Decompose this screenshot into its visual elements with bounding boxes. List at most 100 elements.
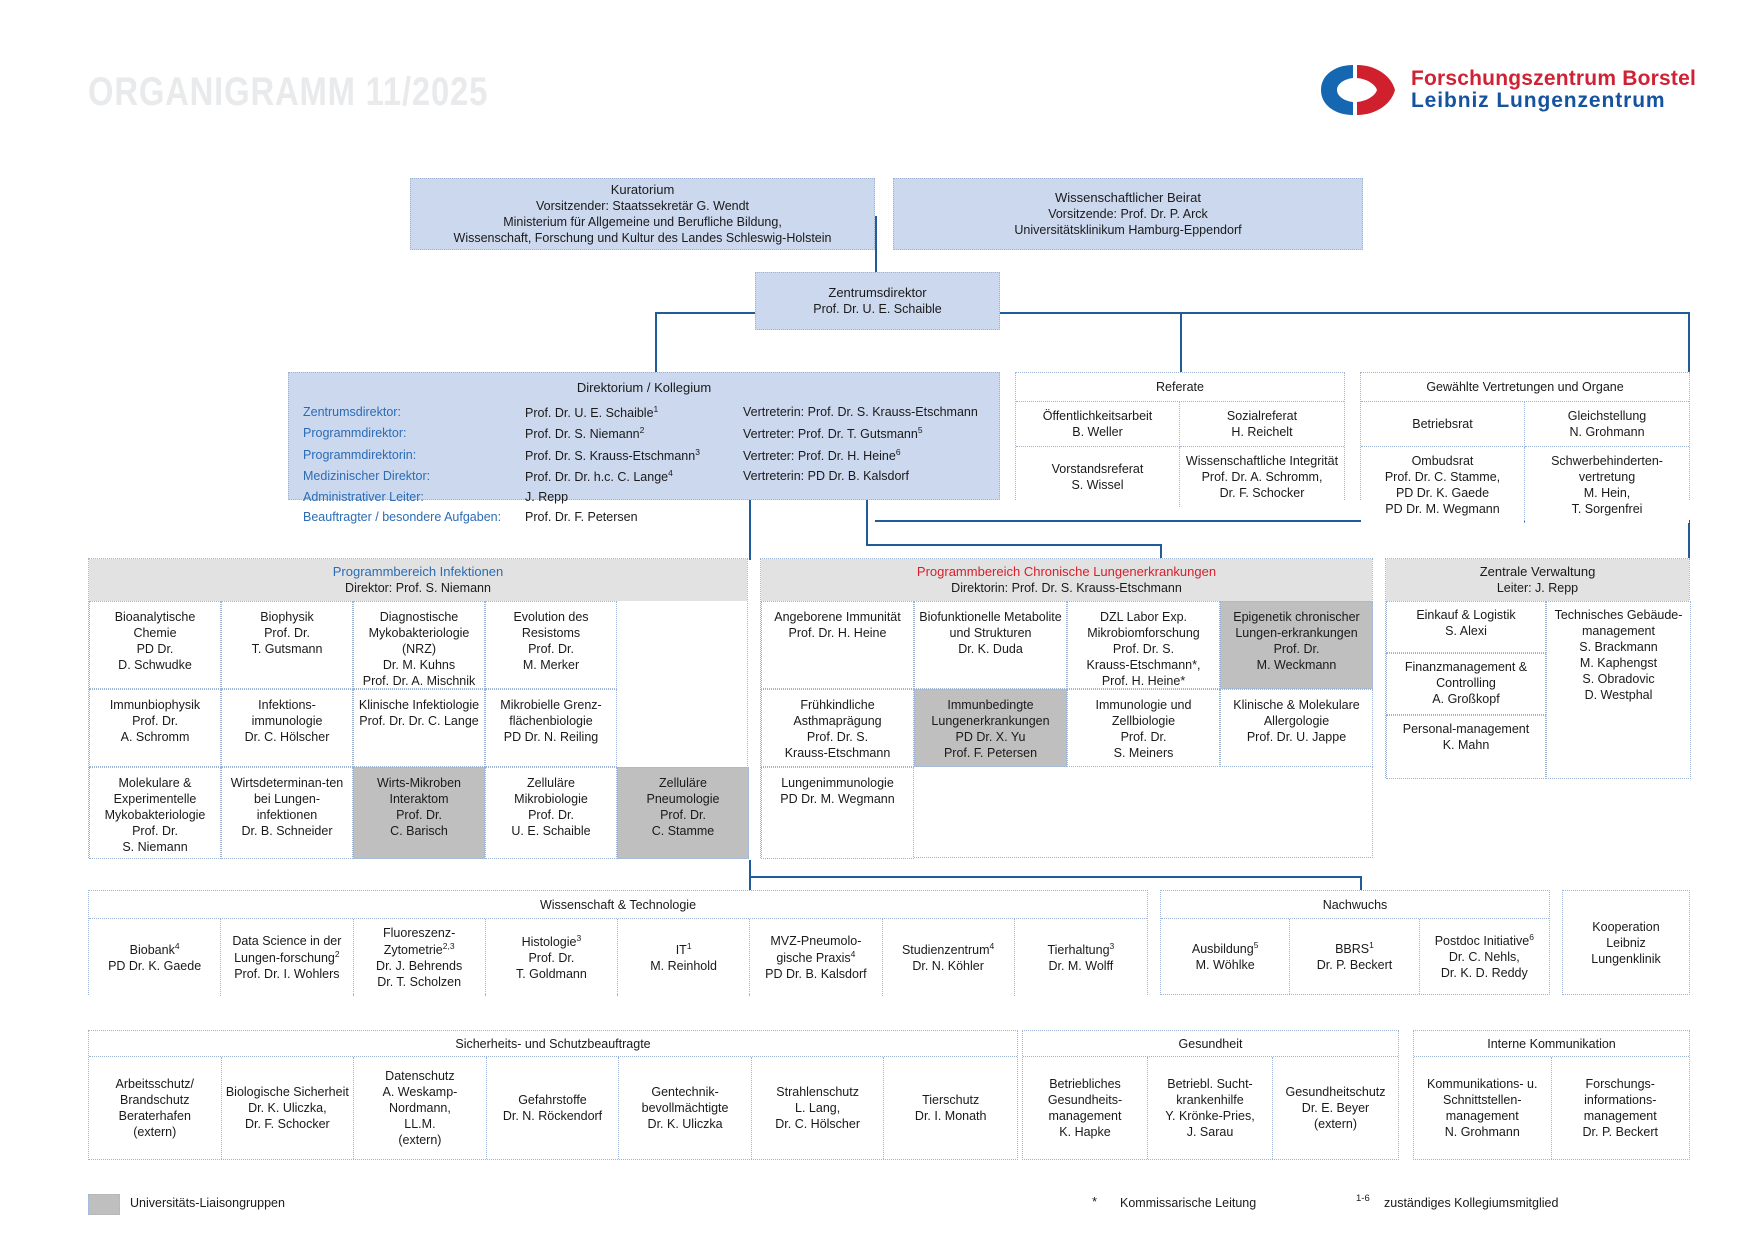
org-unit-person: T. Goldmann (515, 967, 587, 982)
org-unit-title: Vorstandsreferat (1051, 462, 1144, 476)
org-unit-person: PD Dr. B. Kalsdorf (765, 967, 867, 982)
org-unit-title: Histologie3 (521, 933, 582, 950)
org-unit-footnote: 1 (1369, 939, 1374, 950)
legend-liaison-label: Universitäts-Liaisongruppen (130, 1196, 285, 1210)
org-unit-person: (extern) (1313, 1117, 1358, 1131)
org-unit-cell: Kommunikations- u. Schnittstellen-manage… (1414, 1057, 1551, 1159)
org-unit-title: Finanzmanagement & Controlling (1404, 660, 1528, 690)
direktorium-name: Prof. Dr. S. Niemann2 (525, 425, 645, 442)
direktorium-deputy: Vertreterin: PD Dr. B. Kalsdorf (743, 468, 910, 483)
org-unit-person: S. Obradovic (1582, 672, 1655, 686)
org-unit-person: PD Dr. (136, 642, 174, 656)
connector-lungen-down-1 (866, 498, 868, 544)
org-unit-title: Wirtsdeterminan-ten bei Lungen-infektion… (230, 776, 344, 822)
forschungszentrum-borstel-logo-icon (1320, 65, 1395, 115)
org-unit-title: Immunbedingte Lungenerkrankungen (931, 698, 1050, 728)
zentrumsdirektor-title: Zentrumsdirektor (828, 284, 927, 300)
org-unit-footnote: 4 (850, 949, 856, 959)
lungen-header: Programmbereich Chronische Lungenerkrank… (761, 559, 1372, 601)
wissenschaft-title: Wissenschaft & Technologie (89, 891, 1147, 919)
org-unit-person: PD Dr. N. Reiling (503, 730, 599, 744)
org-unit-person: S. Wissel (1071, 478, 1124, 492)
direktorium-role: Programmdirektorin: (303, 447, 417, 462)
org-unit-cell: Diagnostische Mykobakteriologie (NRZ)Dr.… (353, 601, 485, 689)
direktorium-deputy (743, 508, 978, 526)
direktorium-name: Prof. Dr. S. Krauss-Etschmann3 (525, 446, 700, 463)
org-unit-title: Mikrobielle Grenz-flächenbiologie (500, 698, 602, 728)
legend-superscript-label: zuständiges Kollegiumsmitglied (1384, 1196, 1559, 1210)
direktorium-name: Prof. Dr. U. E. Schaible1 (525, 404, 659, 421)
org-unit-title: Immunologie und Zellbiologie (1095, 698, 1192, 728)
org-unit-person: Prof. Dr. Dr. C. Lange (359, 714, 479, 728)
org-unit-footnote: 4 (174, 941, 180, 951)
org-unit-person: Prof. Dr. S. (806, 730, 869, 744)
org-unit-title: Betriebsrat (1412, 417, 1473, 431)
connector-verwaltung-down (1688, 520, 1690, 560)
gesundheit-box: Gesundheit Betriebliches Gesundheits-man… (1022, 1030, 1399, 1160)
direktorium-name: Prof. Dr. F. Petersen (525, 510, 638, 525)
org-unit-person: M. Kaphengst (1579, 656, 1658, 670)
nachwuchs-title: Nachwuchs (1161, 891, 1549, 919)
org-unit-title: Schwerbehinderten-vertretung (1551, 454, 1663, 484)
connector-nachwuchs-down (1360, 876, 1362, 890)
org-unit-title: Klinische & Molekulare Allergologie (1233, 698, 1360, 728)
org-unit-person: Dr. E. Beyer (1301, 1101, 1370, 1115)
org-unit-person: Dr. K. Duda (958, 642, 1023, 656)
direktorium-footnote: 4 (668, 467, 673, 478)
org-unit-person: (extern) (133, 1125, 177, 1139)
org-unit-person: Dr. C. Nehls, (1448, 950, 1520, 965)
org-unit-person: K. Mahn (1442, 738, 1490, 752)
connector-infektionen-down (749, 498, 751, 560)
org-unit-person: C. Stamme (651, 824, 715, 838)
org-unit-person: Dr. K. D. Reddy (1440, 966, 1528, 981)
org-unit-title: Wirts-Mikroben Interaktom (376, 776, 462, 806)
org-unit-person: PD Dr. K. Gaede (108, 959, 202, 974)
connector-verwaltung-across (875, 520, 1690, 522)
org-unit-person: M. Hein, (1583, 486, 1631, 500)
org-unit-person: LL.M. (404, 1117, 436, 1131)
direktorium-deputy: Vertreterin: Prof. Dr. S. Krauss-Etschma… (743, 405, 978, 419)
org-unit-title: Biobank4 (129, 941, 180, 958)
connector-kuratorium-to-direktor (875, 216, 877, 288)
org-unit-person: B. Weller (1072, 425, 1123, 439)
infektionen-subtitle: Direktor: Prof. S. Niemann (345, 581, 491, 596)
org-unit-title: Studienzentrum4 (901, 941, 995, 958)
org-unit-title: Personal-management (1402, 722, 1530, 736)
org-unit-footnote: 2 (334, 949, 340, 959)
kuratorium-line-3: Wissenschaft, Forschung und Kultur des L… (453, 231, 832, 246)
org-unit-person: N. Grohmann (1444, 1125, 1520, 1139)
org-unit-footnote: 3 (1109, 941, 1115, 951)
org-unit-person: Prof. Dr. (528, 951, 575, 966)
org-unit-person: Krauss-Etschmann*, (1086, 658, 1201, 672)
legend-superscript-marker: 1-6 (1356, 1193, 1370, 1204)
org-unit-title: Betriebliches Gesundheits-management (1047, 1077, 1123, 1123)
org-unit-title: Tierschutz (922, 1093, 980, 1107)
org-unit-person: U. E. Schaible (511, 824, 591, 838)
